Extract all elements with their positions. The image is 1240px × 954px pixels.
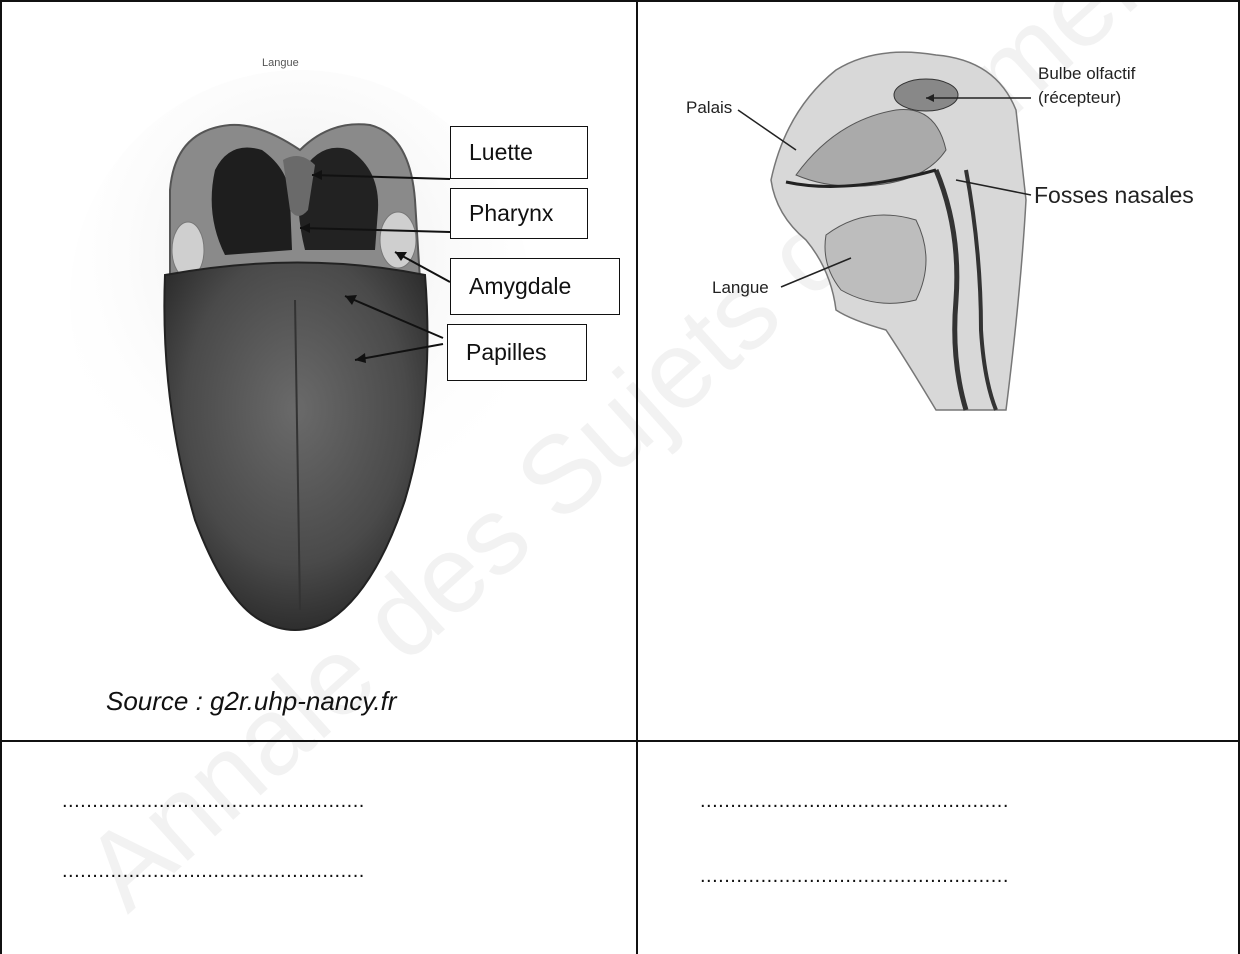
label-langue: Langue	[712, 278, 769, 298]
label-papilles: Papilles	[447, 324, 587, 381]
answer-line-right-2[interactable]: ........................................…	[700, 865, 1190, 888]
answer-line-left-1[interactable]: ........................................…	[62, 790, 552, 813]
label-amygdale-text: Amygdale	[469, 273, 571, 300]
label-recepteur: (récepteur)	[1038, 88, 1121, 108]
label-pharynx-text: Pharynx	[469, 200, 553, 227]
image-source: Source : g2r.uhp-nancy.fr	[106, 686, 396, 717]
label-luette: Luette	[450, 126, 588, 179]
label-amygdale: Amygdale	[450, 258, 620, 315]
label-papilles-text: Papilles	[466, 339, 547, 366]
answer-line-left-2[interactable]: ........................................…	[62, 860, 552, 883]
label-fosses-nasales: Fosses nasales	[1034, 182, 1194, 209]
table-divider-horizontal	[0, 740, 1240, 742]
label-pharynx: Pharynx	[450, 188, 588, 239]
label-bulbe-olfactif: Bulbe olfactif	[1038, 64, 1135, 84]
answer-line-right-1[interactable]: ........................................…	[700, 790, 1190, 813]
label-palais: Palais	[686, 98, 732, 118]
label-luette-text: Luette	[469, 139, 533, 166]
